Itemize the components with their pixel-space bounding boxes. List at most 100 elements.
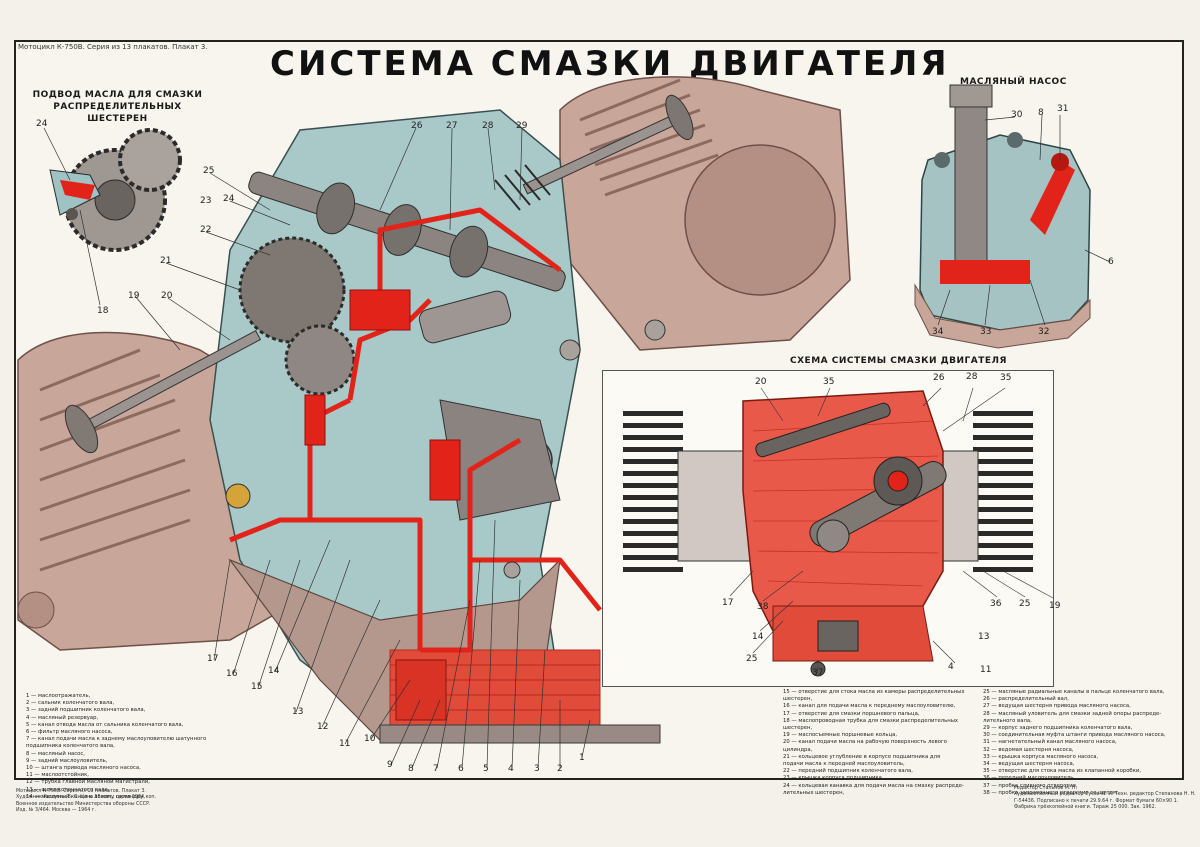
legend-column-1: 1 — маслоотражатель, 2 — сальник коленча… (26, 693, 256, 801)
callout-9: 9 (387, 760, 393, 770)
legend-item: подачи масла к передней маслоуловитель, (783, 761, 905, 768)
callout-5: 5 (483, 764, 489, 774)
timing-gear-small (284, 324, 356, 396)
callout-7: 7 (433, 764, 439, 774)
callout-10: 10 (364, 734, 376, 744)
legend-item: 37 — пробка сливного отверстия, (983, 782, 1078, 789)
poster-title: СИСТЕМА СМАЗКИ ДВИГАТЕЛЯ (270, 44, 950, 84)
rear-valve (522, 94, 694, 195)
callout-25: 25 (203, 166, 215, 176)
legend-item: 2 — сальник коленчатого вала, (26, 700, 115, 707)
callout-16: 16 (226, 669, 238, 679)
imprint-line: Изд. № 3/464. Москва — 1964 г. (16, 808, 96, 814)
legend-item: подшипника коленчатого вала, (26, 743, 115, 750)
callout-20: 20 (161, 291, 173, 301)
legend-item: 31 — нагнетательный канал масляного насо… (983, 739, 1117, 746)
callout-6b: 6 (1108, 257, 1114, 267)
legend-item: 3 — задний подшипник коленчатого вала, (26, 707, 146, 714)
bolt (644, 319, 666, 341)
legend-item: 27 — ведущая шестерня привода масляного … (983, 703, 1131, 710)
legend-item: 14 — масляный канал к левому цилиндру, (26, 793, 146, 800)
scheme-pump (817, 620, 859, 652)
legend-item: 28 — масляный уловитель для смазки задне… (983, 710, 1162, 717)
callout-17b: 17 (722, 598, 734, 608)
legend-item: 13 — щека коленчатого вала, (26, 786, 110, 793)
legend-item: 18 — маслопроводная трубка для смазки ра… (783, 717, 959, 724)
imprint-line: Художник Кашутин В. С. Цена 15 коп., сер… (16, 795, 157, 801)
callout-26b: 26 (933, 373, 945, 383)
leader-lines (134, 127, 591, 769)
legend-item: 17 — отверстие для смазки поршневого пал… (783, 710, 920, 717)
oil-pump-heading: МАСЛЯНЫЙ НАСОС (960, 77, 1067, 87)
camshaft (248, 171, 566, 292)
left-cylinder-fins (39, 348, 191, 572)
scheme-illustration (623, 387, 1053, 677)
legend-item: 5 — канал отвода масла от сальника колен… (26, 721, 184, 728)
legend-item: 34 — ведущая шестерня насоса, (983, 761, 1075, 768)
legend-item: 22 — передний подшипник коленчатого вала… (783, 768, 913, 775)
callout-19: 19 (128, 291, 140, 301)
legend-item: 15 — отверстие для стока масла из камеры… (783, 689, 965, 695)
callout-14b: 14 (752, 632, 764, 642)
legend-item: 32 — ведомая шестерня насоса, (983, 746, 1074, 753)
legend-item: 9 — задний маслоуловитель, (26, 757, 108, 764)
callout-35: 35 (823, 377, 835, 387)
legend-item: 8 — масляный насос, (26, 750, 85, 757)
callout-14: 14 (268, 666, 280, 676)
callout-4: 4 (508, 764, 514, 774)
callout-11b: 11 (980, 665, 992, 675)
legend-item: 36 — передний маслоуловитель, (983, 775, 1076, 782)
scheme-main-bearing-inner (887, 470, 909, 492)
callout-34: 34 (932, 327, 944, 337)
callout-3: 3 (534, 764, 540, 774)
legend-item: 12 — трубка главной масляной магистрали, (26, 779, 150, 786)
legend-item: 35 — отверстие для стока масла из клапан… (983, 768, 1142, 775)
callout-25b: 25 (746, 654, 758, 664)
legend-column-2: 15 — отверстие для стока масла из камеры… (783, 689, 978, 797)
callout-31: 31 (1057, 104, 1069, 114)
callout-37: 37 (812, 668, 824, 678)
legend-item: 1 — маслоотражатель, (26, 693, 91, 699)
gear-feed-heading: ПОДВОД МАСЛА ДЛЯ СМАЗКИ РАСПРЕДЕЛИТЕЛЬНЫ… (32, 90, 203, 124)
scheme-heading: СХЕМА СИСТЕМЫ СМАЗКИ ДВИГАТЕЛЯ (790, 356, 1007, 366)
imprint-line: Художественный редактор Сусов М. И. Техн… (1014, 792, 1196, 798)
callout-6: 6 (458, 764, 464, 774)
legend-item: цилиндра, (783, 746, 813, 753)
callout-8: 8 (408, 764, 414, 774)
callout-36: 36 (990, 599, 1002, 609)
pump-shaft-coupling (949, 84, 993, 108)
oil-galleries-fill (304, 289, 461, 721)
callout-32: 32 (1038, 327, 1050, 337)
callout-13: 13 (292, 707, 304, 717)
imprint-line: Г-54436. Подписано к печати 29.9.64 г. Ф… (1014, 798, 1179, 804)
callout-33: 33 (980, 327, 992, 337)
pump-delivery-channel (1030, 160, 1075, 235)
callout-11: 11 (339, 739, 351, 749)
callout-25c: 25 (1019, 599, 1031, 609)
legend-item: 10 — штанга привода масляного насоса, (26, 765, 141, 772)
callout-28: 28 (482, 121, 494, 131)
callout-24: 24 (36, 119, 48, 129)
callout-23: 23 (200, 196, 212, 206)
callout-29: 29 (516, 121, 528, 131)
legend-item: 21 — кольцевое углубление в корпусе подш… (783, 753, 941, 760)
bolt (225, 483, 251, 509)
callout-19b: 19 (1049, 601, 1061, 611)
imprint-line: Редактор Стальнов М. Н. (1014, 786, 1078, 791)
callout-24b: 24 (223, 194, 235, 204)
callout-18: 18 (97, 306, 109, 316)
legend-item: 6 — фильтр масляного насоса, (26, 729, 113, 736)
legend-item: 25 — масляные радиальные каналы в пальце… (983, 689, 1165, 695)
pump-bolt-hole (1007, 132, 1023, 148)
callout-35b: 35 (1000, 373, 1012, 383)
pump-outlet-hole (1051, 153, 1069, 171)
callout-27: 27 (446, 121, 458, 131)
pump-bolt-hole (934, 152, 950, 168)
callout-22: 22 (200, 225, 212, 235)
legend-column-3: 25 — масляные радиальные каналы в пальце… (983, 689, 1181, 797)
pump-oil-chamber (940, 260, 1030, 284)
legend-item: 19 — маслосъемные поршневые кольца, (783, 732, 898, 739)
legend-item: 7 — канал подачи масла к заднему маслоул… (26, 736, 207, 743)
callout-21: 21 (160, 256, 172, 266)
